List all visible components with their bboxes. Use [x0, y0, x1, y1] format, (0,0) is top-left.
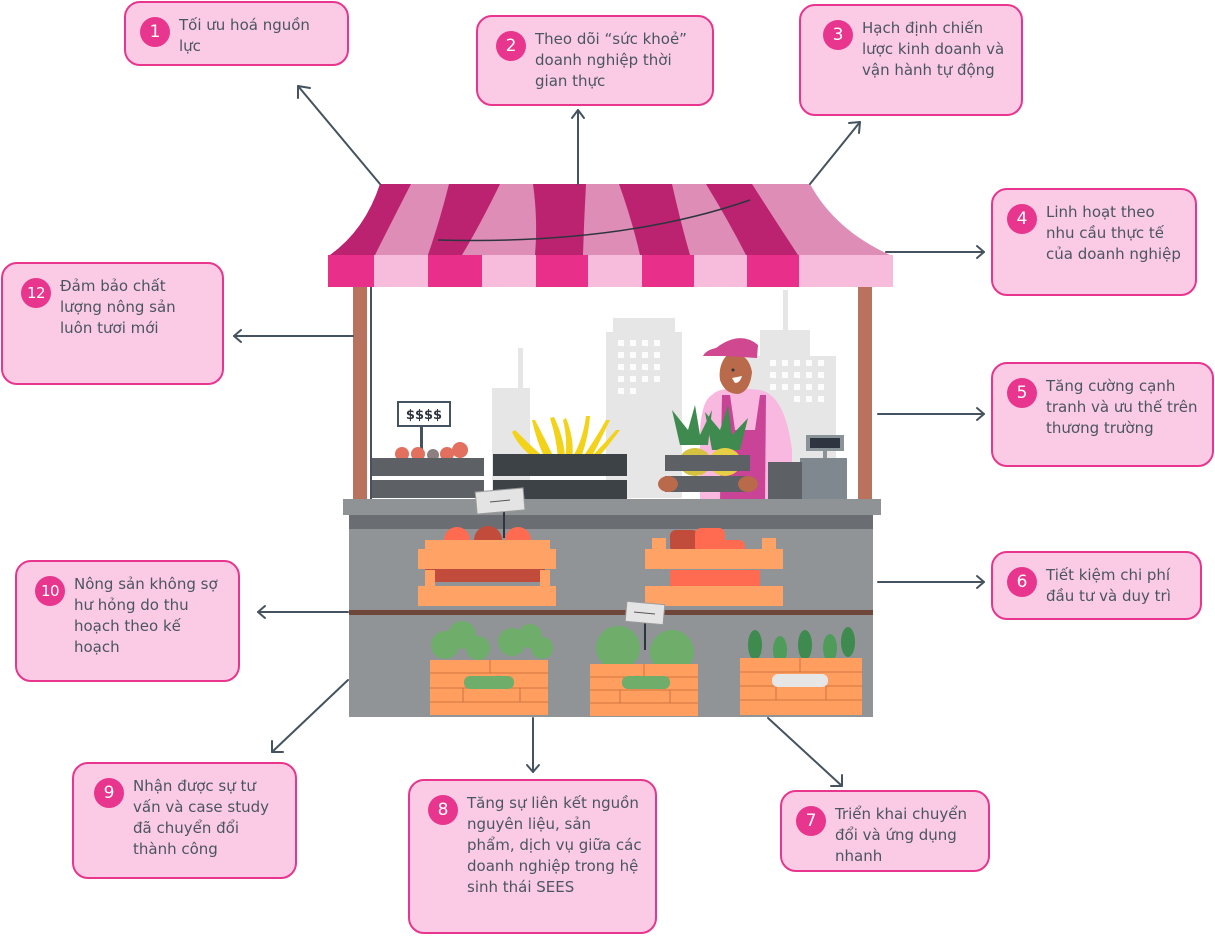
arrow-to-callout-4 — [885, 245, 985, 259]
arrow-to-callout-8 — [526, 717, 540, 773]
callout-4: 4 Linh hoạt theo nhu cầu thực tế của doa… — [991, 188, 1197, 296]
awning — [328, 184, 893, 287]
callout-12: 12 Đảm bảo chất lượng nông sản luôn tươi… — [1, 262, 224, 385]
arrow-to-callout-10 — [257, 605, 349, 619]
stall-pole-right — [858, 286, 872, 501]
arrow-to-callout-1 — [297, 85, 381, 185]
callout-text: Tiết kiệm chi phí đầu tư và duy trì — [1046, 566, 1171, 605]
callout-number-badge: 9 — [94, 778, 124, 808]
arrow-to-callout-3 — [809, 121, 861, 185]
callout-text: Hạch định chiến lược kinh doanh và vận h… — [862, 19, 1005, 79]
callout-2: 2 Theo dõi “sức khoẻ” doanh nghiệp thời … — [476, 15, 714, 106]
callout-10: 10 Nông sản không sợ hư hỏng do thu hoạc… — [15, 560, 240, 682]
callout-6: 6 Tiết kiệm chi phí đầu tư và duy trì — [991, 551, 1202, 620]
callout-number-badge: 7 — [796, 806, 826, 836]
callout-number-badge: 1 — [140, 17, 170, 47]
arrow-to-callout-12 — [233, 329, 354, 343]
spinach-crate — [740, 627, 862, 715]
callout-text: Tăng sự liên kết nguồn nguyên liệu, sản … — [467, 794, 642, 896]
callout-number-badge: 12 — [21, 278, 51, 308]
callout-text: Linh hoạt theo nhu cầu thực tế của doanh… — [1046, 203, 1181, 263]
callout-text: Tối ưu hoá nguồn lực — [179, 16, 310, 55]
arrow-to-callout-2 — [571, 109, 585, 185]
banana-crate — [493, 416, 627, 500]
callout-number-badge: 4 — [1007, 204, 1037, 234]
callout-9: 9 Nhận được sự tư vấn và case study đã c… — [72, 762, 297, 879]
strawberry-crate — [372, 442, 484, 498]
callout-number-badge: 10 — [35, 576, 65, 606]
callout-number-badge: 6 — [1007, 567, 1037, 597]
callout-8: 8 Tăng sự liên kết nguồn nguyên liệu, sả… — [408, 779, 657, 934]
callout-number-badge: 3 — [823, 20, 853, 50]
cabbage-crate — [590, 600, 698, 716]
callout-5: 5 Tăng cường cạnh tranh và ưu thế trên t… — [991, 362, 1214, 467]
callout-text: Nông sản không sợ hư hỏng do thu hoạch t… — [74, 575, 218, 656]
callout-3: 3 Hạch định chiến lược kinh doanh và vận… — [799, 4, 1023, 116]
price-sign-text: $$$$ — [406, 408, 442, 423]
apple-crate — [418, 526, 556, 606]
callout-number-badge: 2 — [496, 31, 526, 61]
arrow-to-callout-5 — [877, 407, 985, 421]
callout-number-badge: 5 — [1007, 378, 1037, 408]
callout-text: Đảm bảo chất lượng nông sản luôn tươi mớ… — [60, 277, 176, 337]
callout-7: 7 Triển khai chuyển đổi và ứng dụng nhan… — [780, 790, 990, 872]
counter-sign-left — [474, 487, 526, 538]
broccoli-crate — [430, 621, 553, 715]
pineapple-crate — [658, 405, 758, 492]
pepper-crate — [645, 528, 783, 606]
callout-text: Tăng cường cạnh tranh và ưu thế trên thư… — [1046, 377, 1198, 437]
callout-text: Triển khai chuyển đổi và ứng dụng nhanh — [835, 805, 967, 865]
stall-pole-left — [353, 286, 367, 501]
callout-text: Nhận được sự tư vấn và case study đã chu… — [133, 777, 270, 858]
cash-register — [768, 435, 847, 500]
callout-1: 1 Tối ưu hoá nguồn lực — [124, 1, 349, 66]
arrow-to-callout-7 — [767, 717, 843, 787]
callout-number-badge: 8 — [428, 795, 458, 825]
arrow-to-callout-9 — [271, 679, 349, 753]
price-sign: $$$$ — [397, 401, 451, 456]
arrow-to-callout-6 — [877, 575, 985, 589]
callout-text: Theo dõi “sức khoẻ” doanh nghiệp thời gi… — [535, 30, 687, 90]
